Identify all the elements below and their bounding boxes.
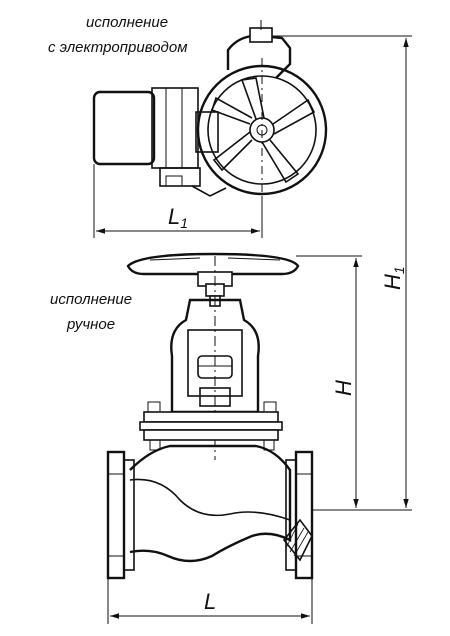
left-flange [106, 450, 126, 580]
manual-caption-line1: исполнение [50, 291, 132, 308]
dimension-l: L [107, 578, 313, 624]
svg-text:L1: L1 [168, 204, 188, 231]
manual-valve [106, 252, 314, 580]
drain-boss [282, 518, 313, 562]
motor-caption-line1: исполнение [86, 14, 168, 31]
manual-caption-line2: ручное [66, 316, 115, 333]
dimension-h1: H1 [272, 35, 412, 511]
l1-subscript: 1 [180, 215, 188, 231]
h1-subscript: 1 [391, 266, 407, 274]
electric-actuator [92, 20, 328, 200]
motor-flange [151, 87, 199, 169]
valve-body [129, 444, 292, 563]
svg-text:H1: H1 [380, 266, 407, 290]
h-label: H [331, 380, 356, 396]
motor-handwheel [196, 58, 328, 200]
manual-handwheel [126, 252, 300, 276]
motor-caption-line2: с электроприводом [48, 39, 187, 56]
l-label: L [204, 589, 216, 614]
motor-gearbox [195, 111, 219, 153]
motor-body [92, 90, 156, 166]
dimension-l1: L1 [93, 164, 263, 238]
l1-label: L [168, 204, 180, 229]
bonnet-flange [143, 411, 279, 423]
h1-label: H [380, 274, 405, 290]
dimension-h: H [296, 255, 362, 511]
